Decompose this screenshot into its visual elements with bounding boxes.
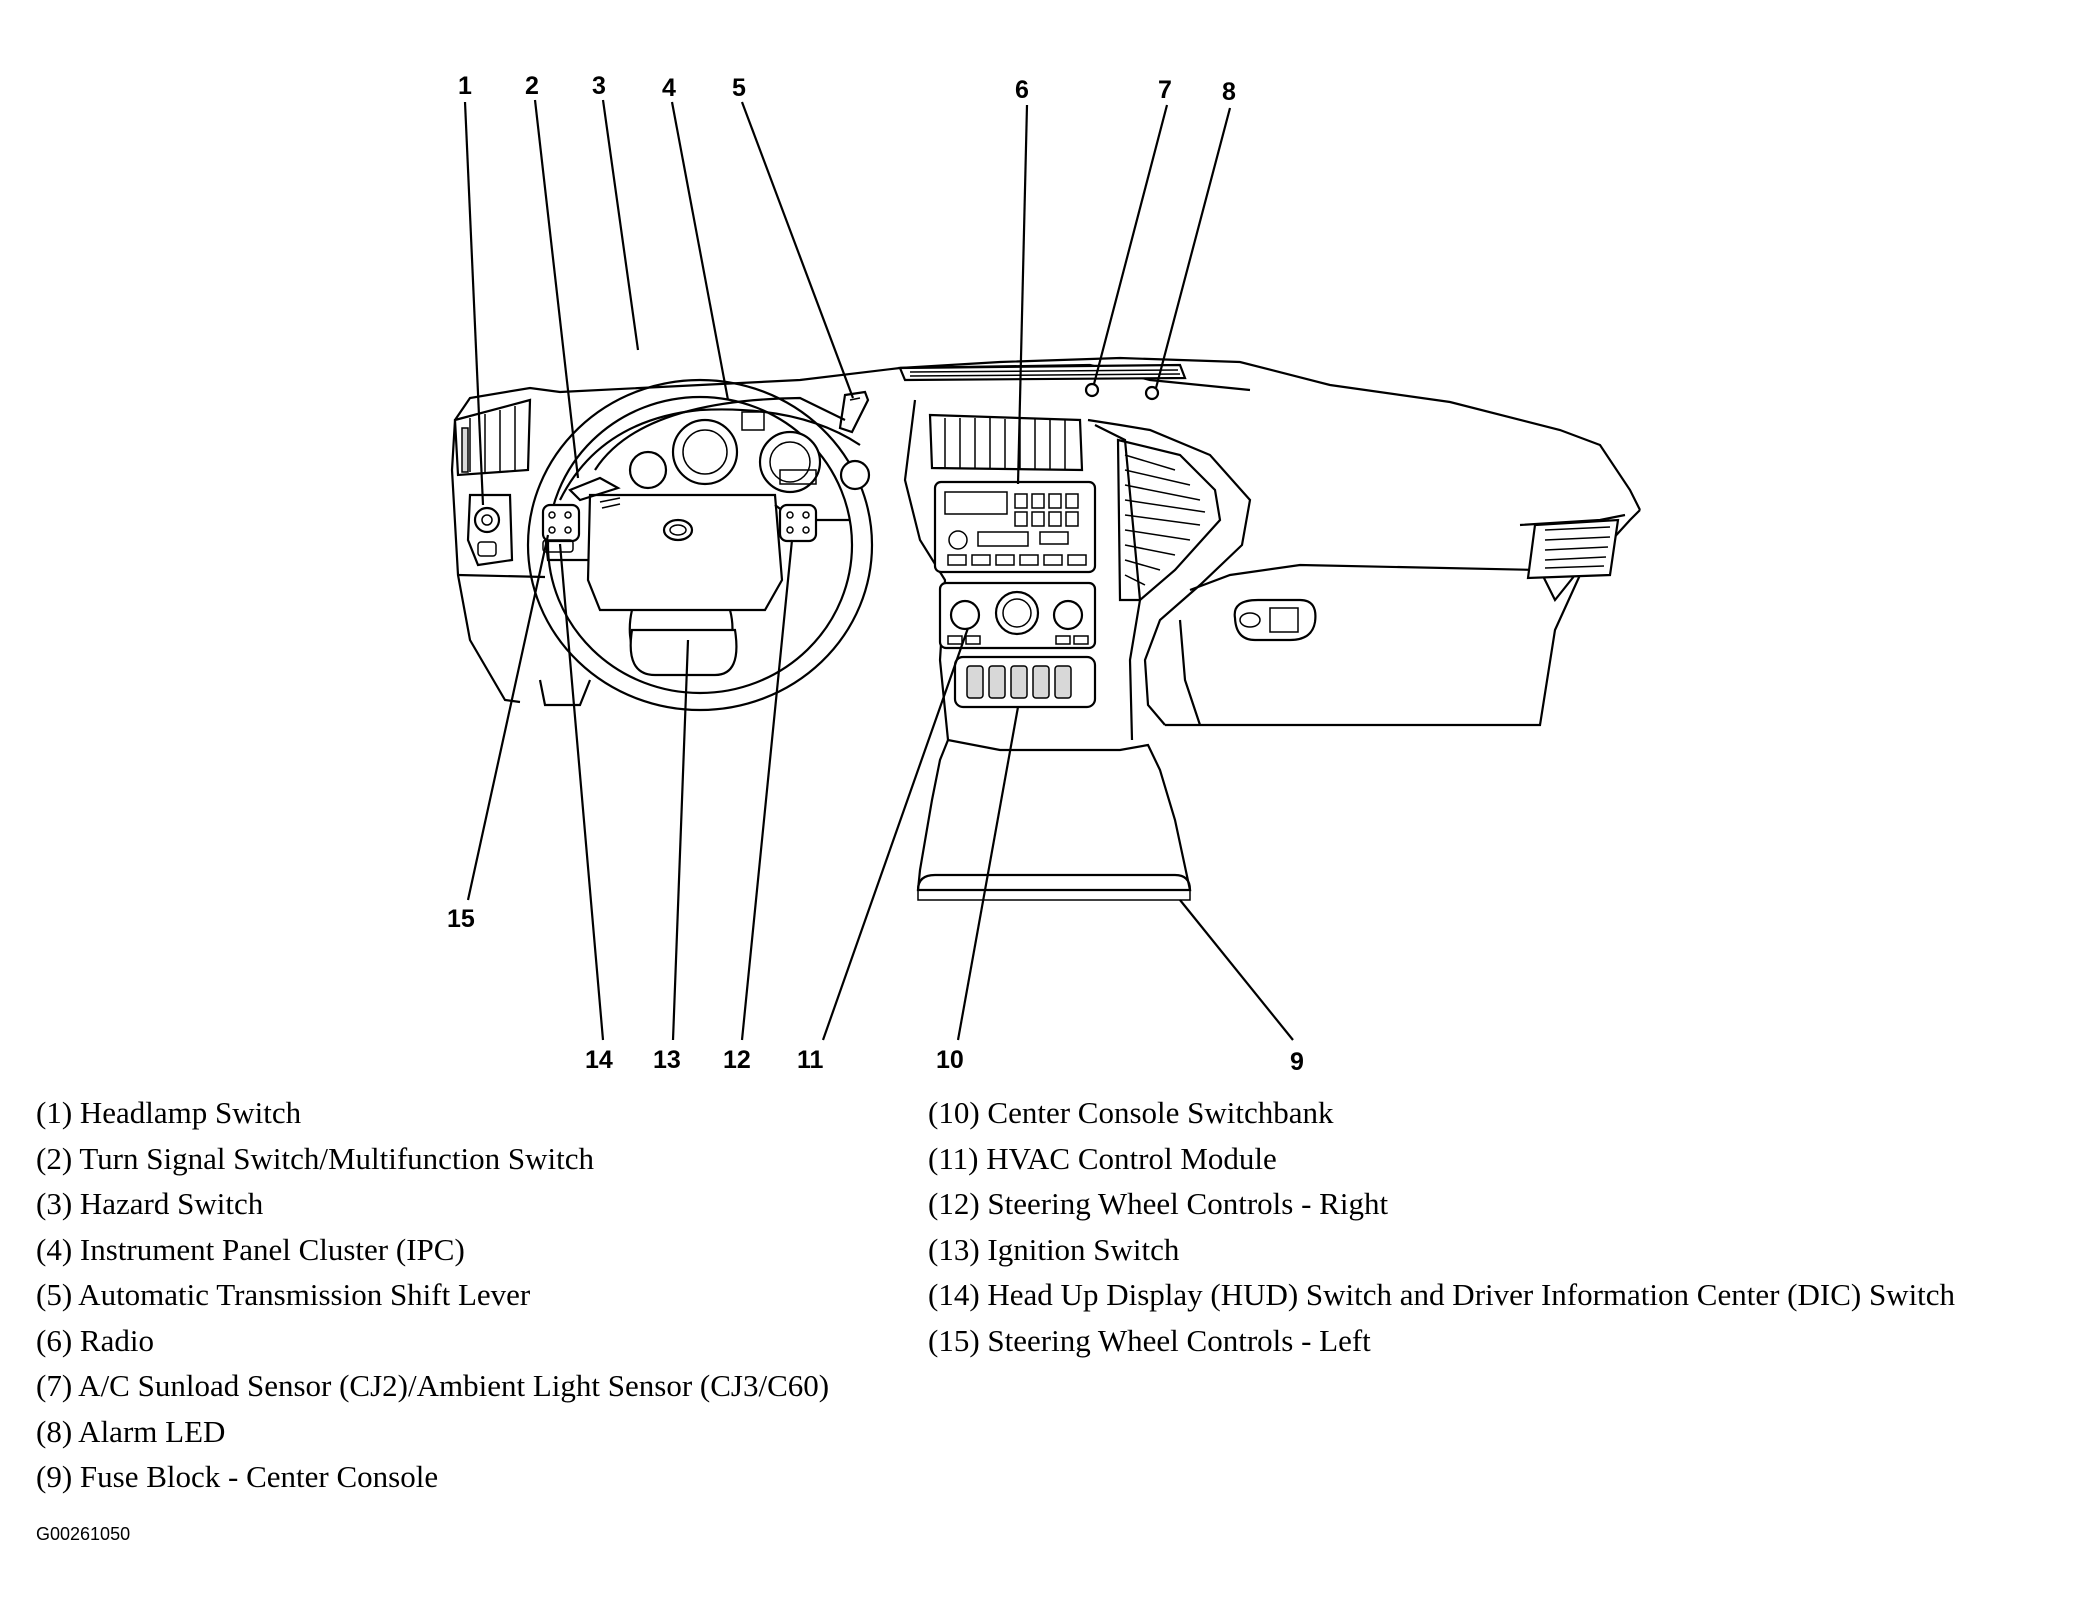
shift-lever: [838, 390, 870, 434]
legend-item: (14) Head Up Display (HUD) Switch and Dr…: [928, 1277, 1956, 1312]
callout-4: 4: [662, 74, 676, 102]
legend-item: (5) Automatic Transmission Shift Lever: [36, 1277, 531, 1312]
legend-item: (2) Turn Signal Switch/Multifunction Swi…: [36, 1140, 595, 1176]
legend-item: (10) Center Console Switchbank: [928, 1095, 1334, 1130]
callout-2: 2: [525, 72, 539, 100]
legend-item: (11) HVAC Control Module: [928, 1140, 1277, 1176]
callout-5: 5: [732, 74, 746, 102]
callout-12: 12: [723, 1046, 751, 1074]
legend-item: (13) Ignition Switch: [928, 1231, 1180, 1267]
alarm-led: [1144, 385, 1160, 401]
callout-11: 11: [797, 1046, 824, 1074]
callout-6: 6: [1015, 76, 1029, 104]
legend-item: (1) Headlamp Switch: [36, 1095, 302, 1130]
sunload-sensor: [1084, 382, 1100, 398]
legend-item: (7) A/C Sunload Sensor (CJ2)/Ambient Lig…: [36, 1368, 830, 1403]
headlamp-switch: [466, 493, 514, 567]
callout-13: 13: [653, 1046, 681, 1074]
legend-left: (1) Headlamp Switch (2) Turn Signal Swit…: [36, 1090, 829, 1500]
legend-item: (15) Steering Wheel Controls - Left: [928, 1322, 1371, 1358]
legend-item: (8) Alarm LED: [36, 1413, 226, 1449]
steering-wheel-controls-right: [778, 503, 818, 543]
callout-9: 9: [1290, 1048, 1304, 1076]
instrument-panel-cluster: [559, 396, 871, 501]
dashboard-body: [450, 356, 1641, 901]
steering-wheel-controls-left: [541, 503, 581, 553]
legend-item: (4) Instrument Panel Cluster (IPC): [36, 1231, 465, 1267]
legend-item: (3) Hazard Switch: [36, 1186, 264, 1221]
callout-3: 3: [592, 72, 606, 100]
hvac-control-module: [938, 581, 1097, 650]
callout-numbers: 1 2 3 4 5 6 7 8 9 10 11 12 13 14 15: [447, 72, 1304, 1076]
legend-item: (9) Fuse Block - Center Console: [36, 1459, 439, 1494]
legend-right: (10) Center Console Switchbank (11) HVAC…: [928, 1090, 1955, 1363]
steering-wheel: [526, 378, 874, 712]
callout-10: 10: [936, 1046, 964, 1074]
left-vent: [453, 398, 532, 477]
callout-7: 7: [1158, 76, 1172, 104]
callout-15: 15: [447, 905, 475, 933]
legend-item: (12) Steering Wheel Controls - Right: [928, 1186, 1389, 1221]
leader-lines: [463, 99, 1294, 1041]
callout-8: 8: [1222, 78, 1236, 106]
figure-code: G00261050: [36, 1524, 131, 1544]
callout-1: 1: [458, 72, 472, 100]
callout-14: 14: [585, 1046, 613, 1074]
center-console-switchbank: [953, 655, 1097, 709]
center-console: [916, 738, 1192, 901]
legend-item: (6) Radio: [36, 1322, 154, 1358]
radio: [933, 480, 1097, 574]
